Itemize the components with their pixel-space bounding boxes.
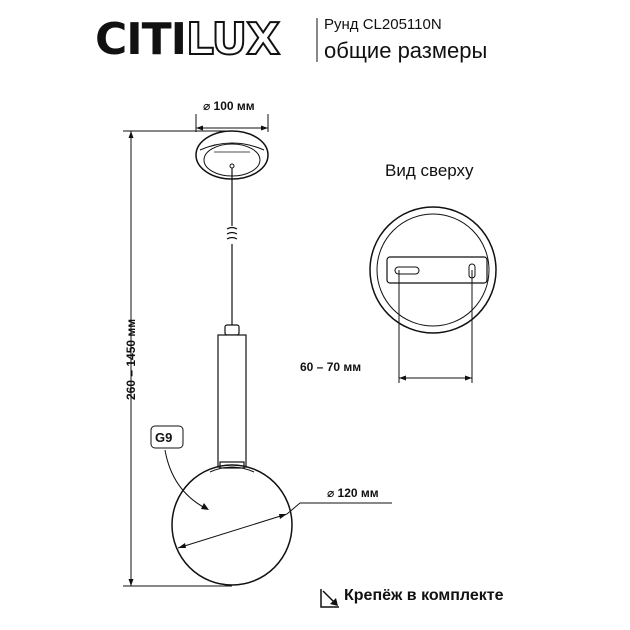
lamp-holder	[217, 324, 247, 469]
height-dimension	[123, 130, 232, 587]
canopy-diameter-label: ⌀ 100 мм	[203, 99, 255, 113]
height-label: 260 – 1450 мм	[124, 318, 138, 400]
drawing-subtitle: общие размеры	[324, 38, 488, 63]
mounting-kit-icon	[320, 589, 339, 608]
mount-spacing-dimension	[398, 270, 473, 383]
model-name: Рунд CL205110N	[324, 16, 442, 33]
logo-outline-text: LUX	[185, 13, 281, 66]
mounting-kit-text: Крепёж в комплекте	[344, 587, 504, 604]
logo-main-text: CITI	[95, 14, 187, 65]
shade-diameter-label: ⌀ 120 мм	[327, 486, 379, 500]
glass-shade	[171, 464, 293, 586]
g9-callout	[150, 425, 209, 510]
canopy-dimension	[195, 114, 269, 132]
lamp-base-label: G9	[155, 430, 173, 445]
shade-dimension	[177, 502, 392, 549]
mount-spacing-label: 60 – 70 мм	[300, 360, 362, 374]
brand-logo: CITILUX	[95, 13, 281, 66]
top-view-label: Вид сверху	[385, 161, 474, 180]
top-view-drawing	[369, 206, 497, 334]
suspension-cable	[226, 168, 238, 325]
